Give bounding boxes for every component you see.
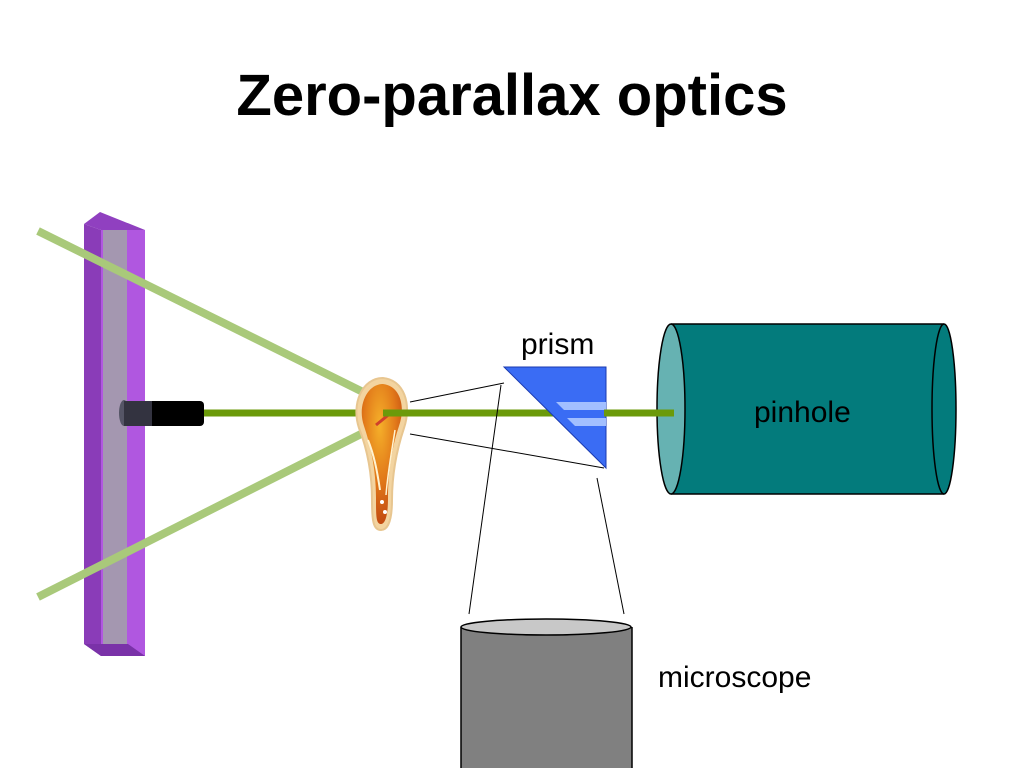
diverging-beams [36, 227, 367, 601]
field-lines [409, 382, 625, 615]
mounting-plate [84, 212, 145, 656]
pinhole-cylinder [656, 323, 957, 495]
slide-title: Zero-parallax optics [236, 63, 788, 128]
microscope-label: microscope [658, 661, 811, 694]
prism-label: prism [521, 328, 594, 361]
laser-source [119, 400, 204, 426]
droplet-specimen [355, 376, 408, 532]
prism [502, 366, 607, 470]
microscope-body [460, 618, 633, 768]
pinhole-label: pinhole [754, 396, 851, 429]
